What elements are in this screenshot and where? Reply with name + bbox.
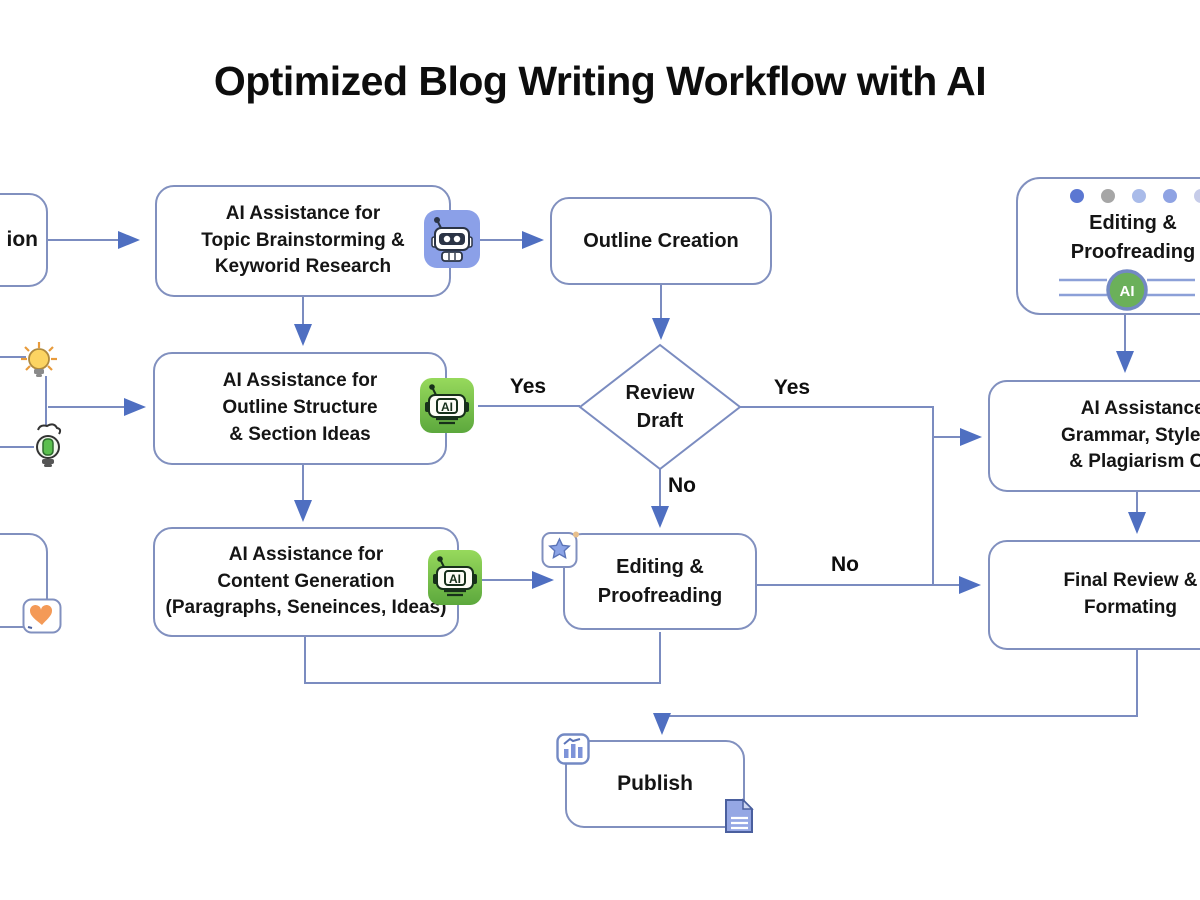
robot-ai-label: AI [449, 572, 461, 586]
ai-badge-icon: AI [1059, 269, 1195, 311]
node-topic-brainstorm-label: AI Assistance for Topic Brainstorming & … [201, 202, 405, 278]
node-final-review-label: Final Review & Formating [1063, 570, 1198, 618]
node-publish-label: Publish [617, 772, 693, 796]
node-outline-structure-label: AI Assistance for Outline Structure & Se… [222, 370, 378, 445]
node-content-generation: AI Assistance for Content Generation (Pa… [153, 527, 459, 637]
document-icon [725, 798, 754, 833]
node-editing-proofreading-top: Editing & Proofreading AI [1016, 177, 1200, 315]
robot-assistant-icon [424, 210, 480, 268]
ai-badge-label: AI [1120, 283, 1135, 300]
node-outline-structure: AI Assistance for Outline Structure & Se… [153, 352, 447, 465]
edge-label-yes-right: Yes [773, 376, 811, 399]
page-title: Optimized Blog Writing Workflow with AI [213, 58, 987, 104]
node-review-draft-label: Review Draft [625, 382, 695, 432]
publish-metrics-icon [556, 733, 590, 765]
idea-bulb-icon [21, 342, 57, 377]
edge-label-no-down: No [668, 474, 696, 497]
robot-ai-green-icon: AI [428, 550, 482, 605]
node-topic-brainstorm: AI Assistance for Topic Brainstorming & … [155, 185, 451, 297]
node-grammar-check: AI Assistance for Grammar, Style, Tone &… [988, 380, 1200, 492]
eco-bulb-icon [36, 423, 62, 467]
progress-dot [1132, 189, 1146, 203]
node-final-review: Final Review & Formating [988, 540, 1200, 650]
node-editing-proofreading-mid: Editing & Proofreading [563, 533, 757, 630]
star-icon [541, 531, 579, 568]
robot-ai-label: AI [441, 400, 453, 414]
node-publish: Publish [565, 740, 745, 828]
robot-ai-green-glyph: AI [425, 384, 469, 425]
node-editing-proofreading-mid-label: Editing & Proofreading [597, 556, 723, 607]
node-outline-creation-label: Outline Creation [583, 229, 739, 252]
robot-assistant-glyph [431, 217, 473, 262]
node-grammar-check-label: AI Assistance for Grammar, Style, Tone &… [1061, 397, 1200, 473]
edge-label-no-right: No [831, 553, 859, 576]
progress-dot [1101, 189, 1115, 203]
progress-dot [1163, 189, 1177, 203]
progress-dots [1070, 189, 1200, 203]
robot-ai-green-glyph: AI [433, 556, 477, 597]
progress-dot [1194, 189, 1200, 203]
heart-icon [22, 598, 62, 634]
node-cutoff-top-left: ion [0, 193, 48, 287]
progress-dot [1070, 189, 1084, 203]
node-cutoff-top-left-label: ion [6, 228, 39, 252]
node-outline-creation: Outline Creation [550, 197, 772, 285]
node-editing-proofreading-top-label: Editing & Proofreading [1070, 212, 1196, 263]
edge-label-yes-left: Yes [509, 375, 547, 398]
robot-ai-green-icon: AI [420, 378, 474, 433]
node-content-generation-label: AI Assistance for Content Generation (Pa… [165, 543, 447, 619]
